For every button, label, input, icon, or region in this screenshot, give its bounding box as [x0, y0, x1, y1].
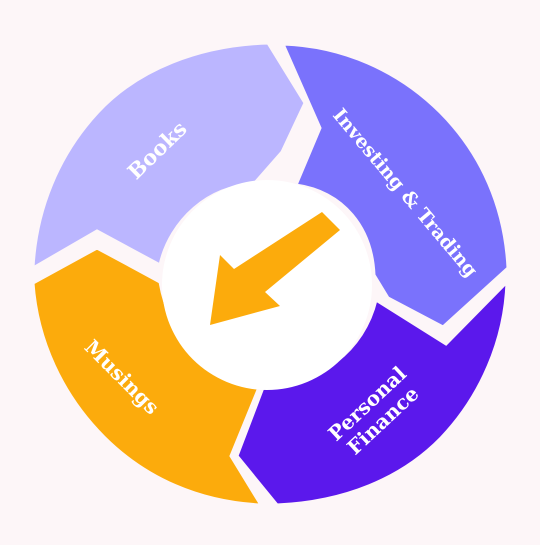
segment-investing-shape — [280, 42, 510, 329]
arrow-down-left-shape — [210, 212, 340, 325]
segment-personal-finance[interactable]: PersonalFinance — [235, 278, 509, 507]
segment-books[interactable]: Books — [31, 41, 307, 271]
segment-musings[interactable]: Musings — [31, 246, 264, 507]
segment-books-shape — [31, 41, 307, 271]
arrow-down-left-icon — [210, 212, 340, 325]
